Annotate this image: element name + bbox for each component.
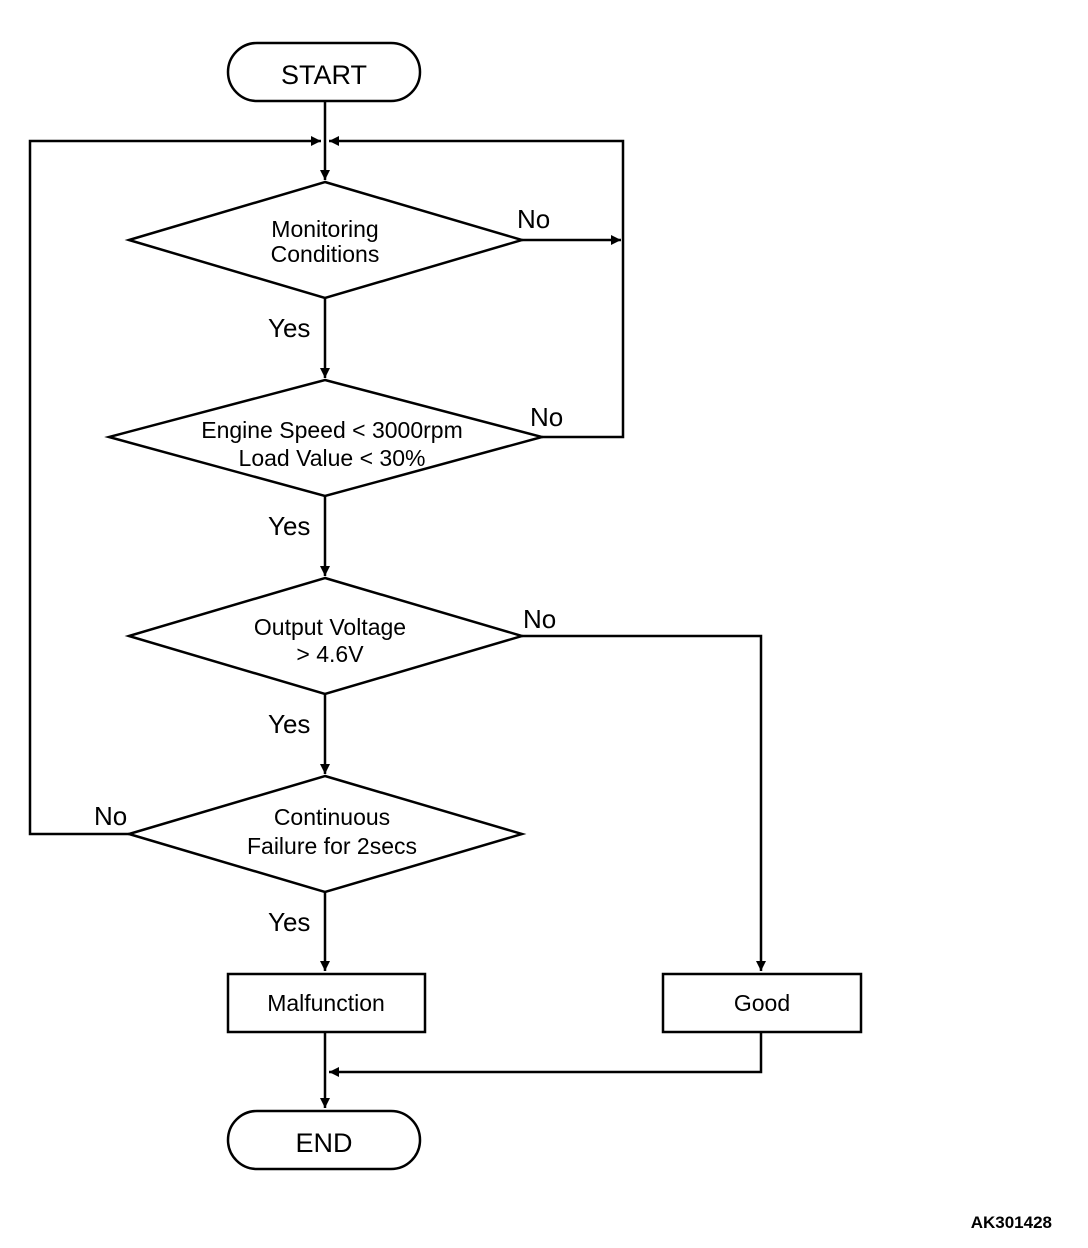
d2-yes-label: Yes: [268, 511, 310, 541]
decision-1-line-1: Monitoring: [271, 216, 378, 242]
decision-4-line-1: Continuous: [274, 804, 390, 830]
decision-2-line-2: Load Value < 30%: [239, 445, 426, 471]
connector-good-to-end: [329, 1032, 763, 1077]
d3-no-label: No: [523, 604, 556, 634]
start-terminator: START: [226, 41, 422, 103]
d1-no-label: No: [517, 204, 550, 234]
decision-4-line-2: Failure for 2secs: [247, 833, 417, 859]
good-label: Good: [734, 990, 790, 1016]
decision-monitoring-conditions: Monitoring Conditions: [124, 180, 527, 300]
connector-right-loop: [329, 136, 625, 439]
end-terminator: END: [226, 1109, 422, 1171]
connector-d3-no: [522, 634, 766, 971]
decision-output-voltage: Output Voltage > 4.6V: [124, 576, 527, 696]
d2-no-label: No: [530, 402, 563, 432]
malfunction-box: Malfunction: [226, 972, 427, 1034]
reference-code: AK301428: [971, 1213, 1052, 1232]
start-label: START: [281, 60, 367, 90]
decision-engine-speed-load: Engine Speed < 3000rpm Load Value < 30%: [104, 378, 547, 498]
connector-left-loop: [28, 136, 321, 836]
decision-continuous-failure: Continuous Failure for 2secs: [124, 774, 527, 894]
decision-1-line-2: Conditions: [271, 241, 380, 267]
decision-3-line-1: Output Voltage: [254, 614, 406, 640]
malfunction-label: Malfunction: [267, 990, 385, 1016]
d1-yes-label: Yes: [268, 313, 310, 343]
good-box: Good: [661, 972, 863, 1034]
decision-3-line-2: > 4.6V: [296, 641, 364, 667]
end-label: END: [295, 1128, 352, 1158]
d4-no-label: No: [94, 801, 127, 831]
d3-yes-label: Yes: [268, 709, 310, 739]
d4-yes-label: Yes: [268, 907, 310, 937]
decision-2-line-1: Engine Speed < 3000rpm: [201, 417, 463, 443]
